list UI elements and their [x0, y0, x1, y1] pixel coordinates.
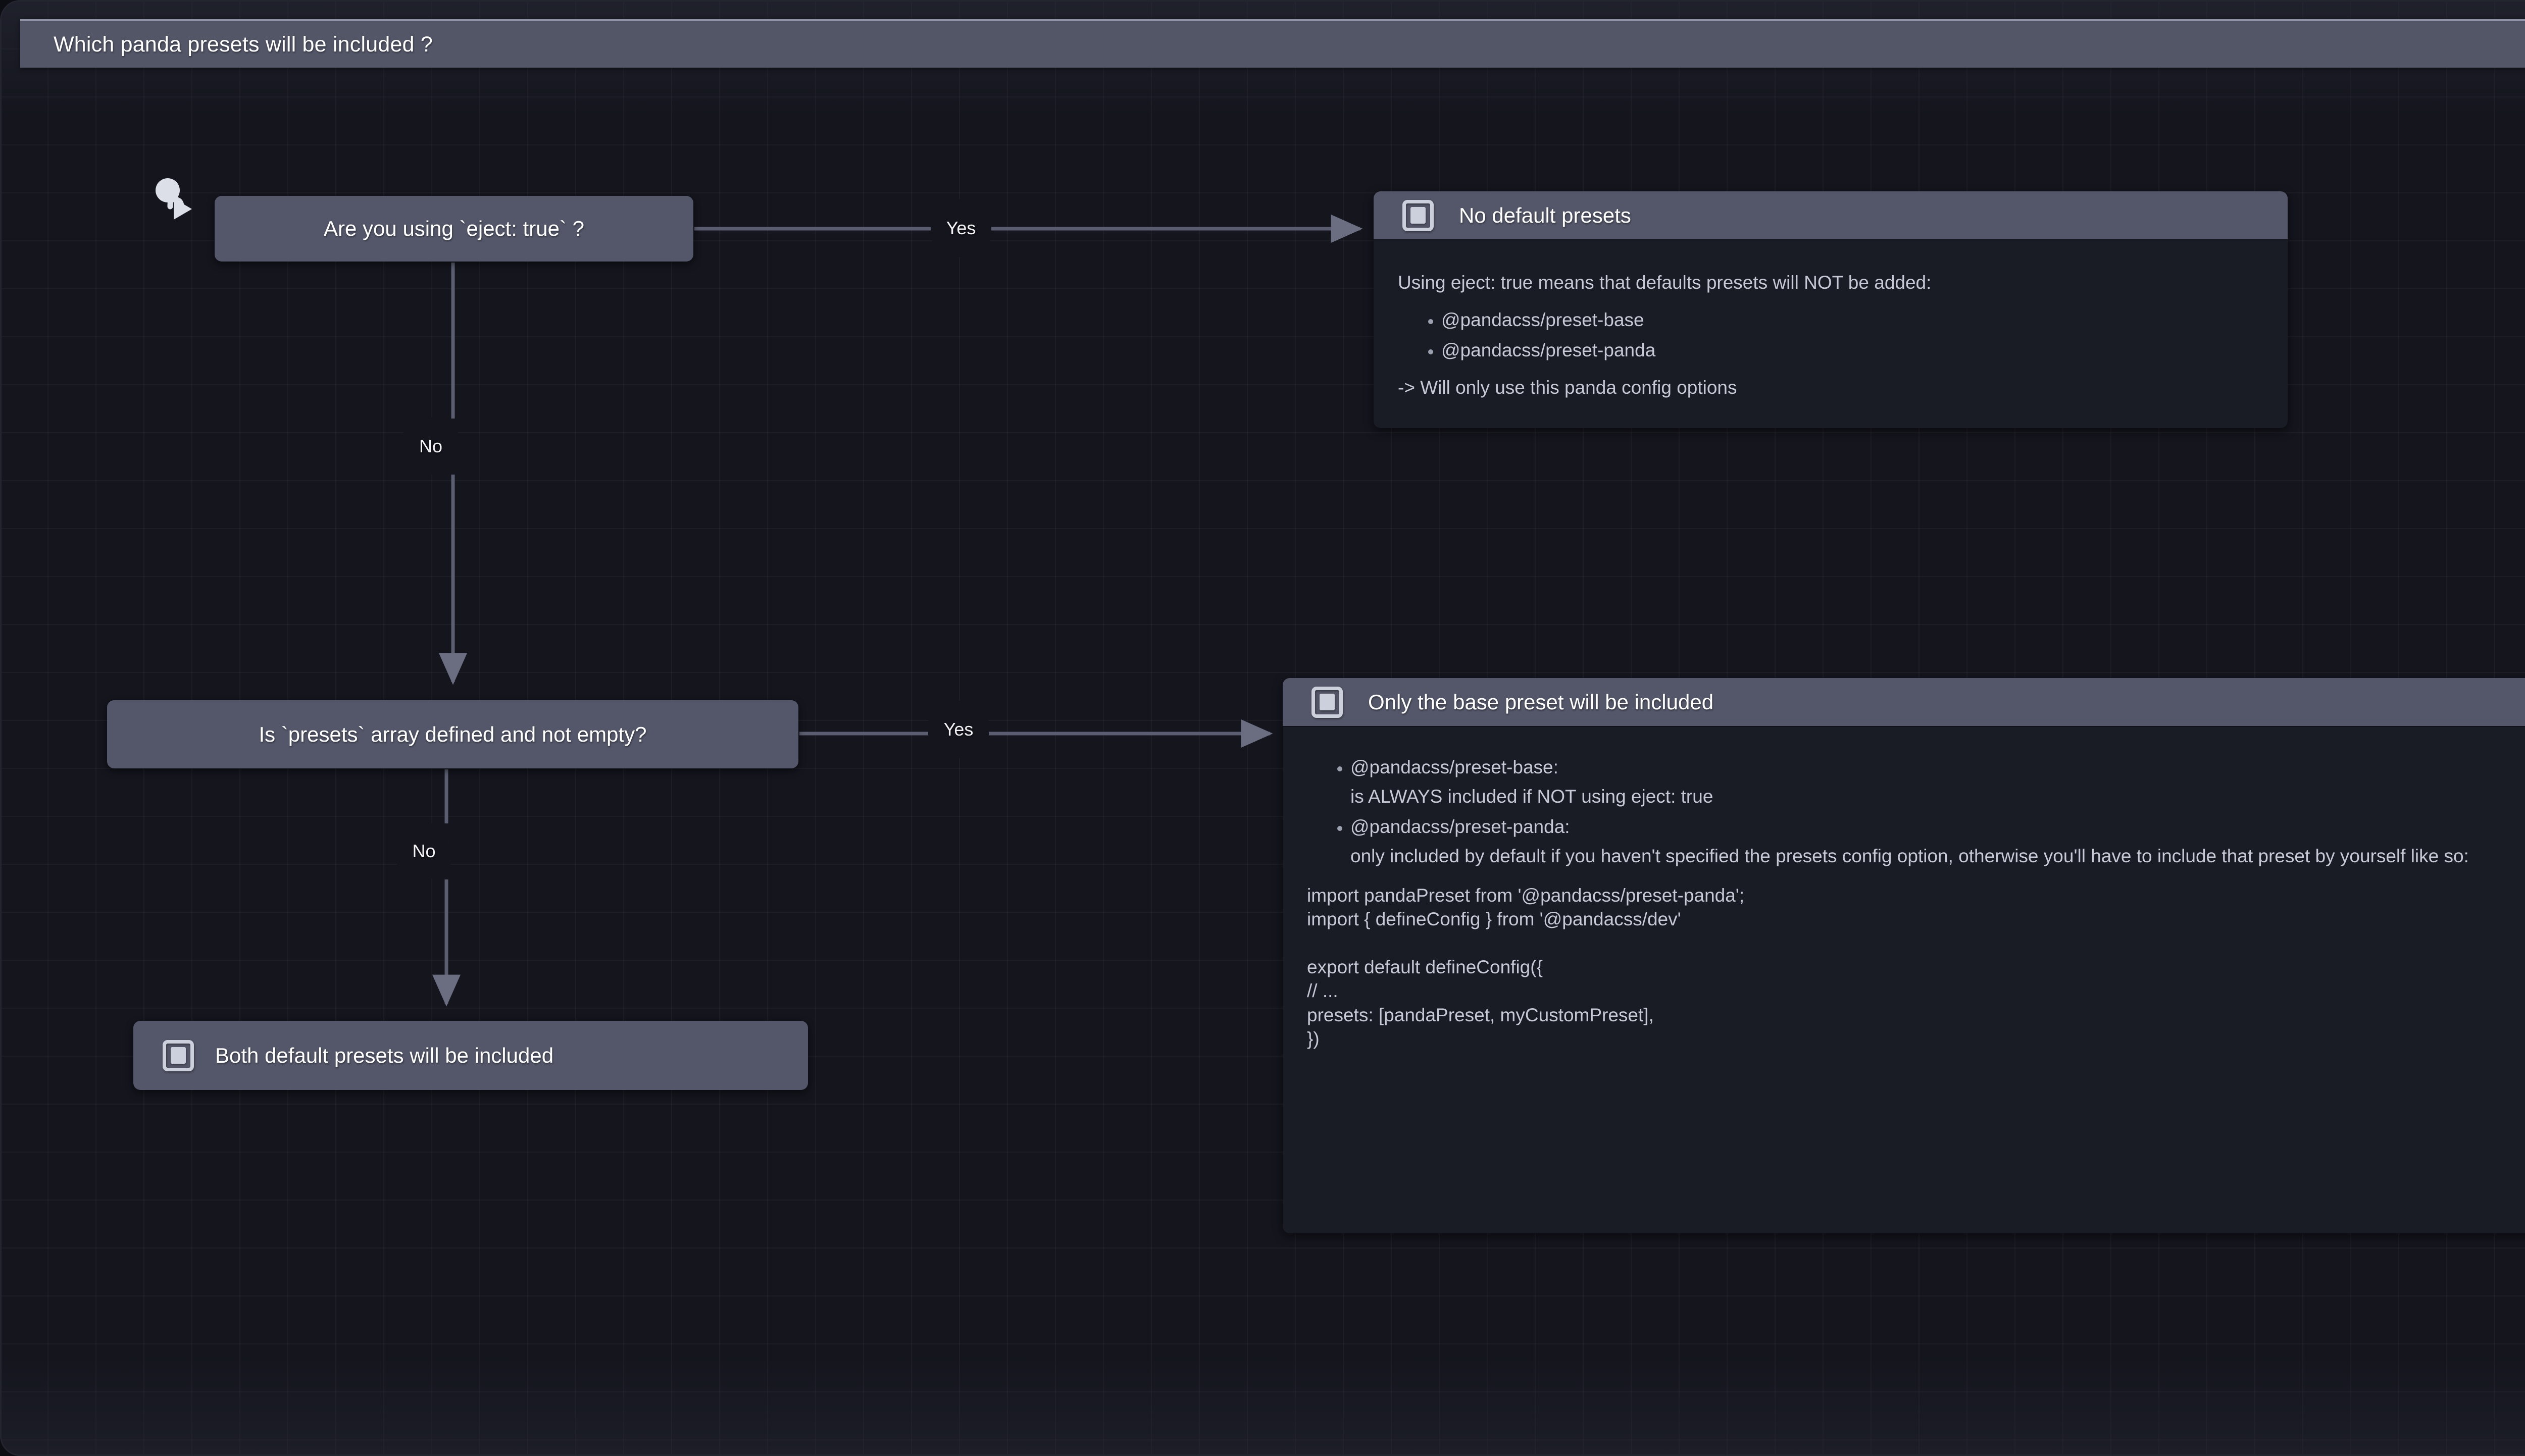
- edge-label-text: Yes: [943, 719, 974, 740]
- list-item: @pandacss/preset-panda: only included by…: [1350, 815, 2525, 868]
- list-item-detail: is ALWAYS included if NOT using eject: t…: [1350, 786, 1713, 807]
- edge-label-yes-presets: Yes: [928, 701, 989, 758]
- panel-header: Only the base preset will be included: [1283, 678, 2525, 727]
- decision-node-presets[interactable]: Is `presets` array defined and not empty…: [107, 700, 798, 768]
- edge-label-no-eject: No: [402, 418, 460, 475]
- preset-list: @pandacss/preset-base: is ALWAYS include…: [1307, 755, 2525, 868]
- list-item: @pandacss/preset-base: [1441, 308, 2263, 332]
- panel-intro-text: Using eject: true means that defaults pr…: [1398, 272, 1932, 293]
- panel-body: Using eject: true means that defaults pr…: [1374, 240, 2288, 428]
- list-item: @pandacss/preset-base: is ALWAYS include…: [1350, 755, 2525, 808]
- stop-square-icon: [1311, 686, 1343, 718]
- stop-square-icon: [163, 1039, 194, 1071]
- edge-label-text: No: [419, 435, 443, 456]
- panel-footer-text: -> Will only use this panda config optio…: [1398, 377, 1737, 398]
- page-title: Which panda presets will be included ?: [54, 32, 433, 57]
- edge-label-no-presets: No: [395, 822, 452, 879]
- panel-title: No default presets: [1459, 203, 1631, 227]
- list-item: @pandacss/preset-panda: [1441, 338, 2263, 362]
- edge-label-text: Yes: [946, 218, 976, 238]
- decision-node-eject-label: Are you using `eject: true` ?: [324, 217, 584, 240]
- list-item-head: @pandacss/preset-base:: [1350, 757, 1558, 777]
- diagram-title-bar: Which panda presets will be included ?: [20, 19, 2525, 68]
- info-panel-only-base-preset[interactable]: Only the base preset will be included @p…: [1283, 678, 2525, 1233]
- panel-header: No default presets: [1374, 191, 2288, 240]
- decision-node-eject[interactable]: Are you using `eject: true` ?: [215, 196, 693, 262]
- code-snippet: import pandaPreset from '@pandacss/prese…: [1307, 885, 1745, 1050]
- start-circle-arrow-icon: [156, 178, 192, 220]
- panel-body: @pandacss/preset-base: is ALWAYS include…: [1283, 727, 2525, 1068]
- terminal-node-both-presets[interactable]: Both default presets will be included: [133, 1021, 808, 1090]
- info-panel-no-default-presets[interactable]: No default presets Using eject: true mea…: [1374, 191, 2288, 428]
- preset-list: @pandacss/preset-base @pandacss/preset-p…: [1398, 308, 2263, 362]
- list-item-detail: only included by default if you haven't …: [1350, 846, 2469, 867]
- edge-label-yes-eject: Yes: [931, 199, 991, 257]
- edge-label-text: No: [412, 840, 436, 861]
- panel-title: Only the base preset will be included: [1368, 690, 1714, 714]
- list-item-head: @pandacss/preset-panda:: [1350, 816, 1570, 838]
- decision-node-presets-label: Is `presets` array defined and not empty…: [259, 722, 647, 746]
- stop-square-icon: [1402, 199, 1434, 231]
- terminal-node-both-presets-label: Both default presets will be included: [215, 1043, 554, 1067]
